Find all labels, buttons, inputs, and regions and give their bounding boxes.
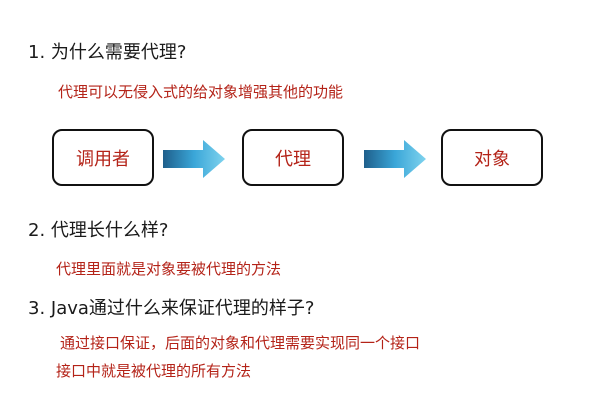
answer-1: 代理可以无侵入式的给对象增强其他的功能	[58, 83, 344, 101]
arrow-right-icon	[163, 140, 225, 178]
arrow-right-icon	[364, 140, 426, 178]
object-label: 对象	[474, 148, 510, 170]
answer-3-line-1: 通过接口保证，后面的对象和代理需要实现同一个接口	[60, 334, 421, 352]
caller-box: 调用者	[52, 129, 154, 186]
caller-label: 调用者	[76, 148, 130, 170]
proxy-box: 代理	[242, 129, 344, 186]
question-2: 2. 代理长什么样?	[28, 220, 169, 241]
question-3: 3. Java通过什么来保证代理的样子?	[28, 298, 315, 319]
question-1: 1. 为什么需要代理?	[28, 42, 187, 63]
object-box: 对象	[441, 129, 543, 186]
answer-2: 代理里面就是对象要被代理的方法	[56, 260, 282, 278]
proxy-label: 代理	[275, 148, 311, 170]
answer-3-line-2: 接口中就是被代理的所有方法	[56, 362, 252, 380]
